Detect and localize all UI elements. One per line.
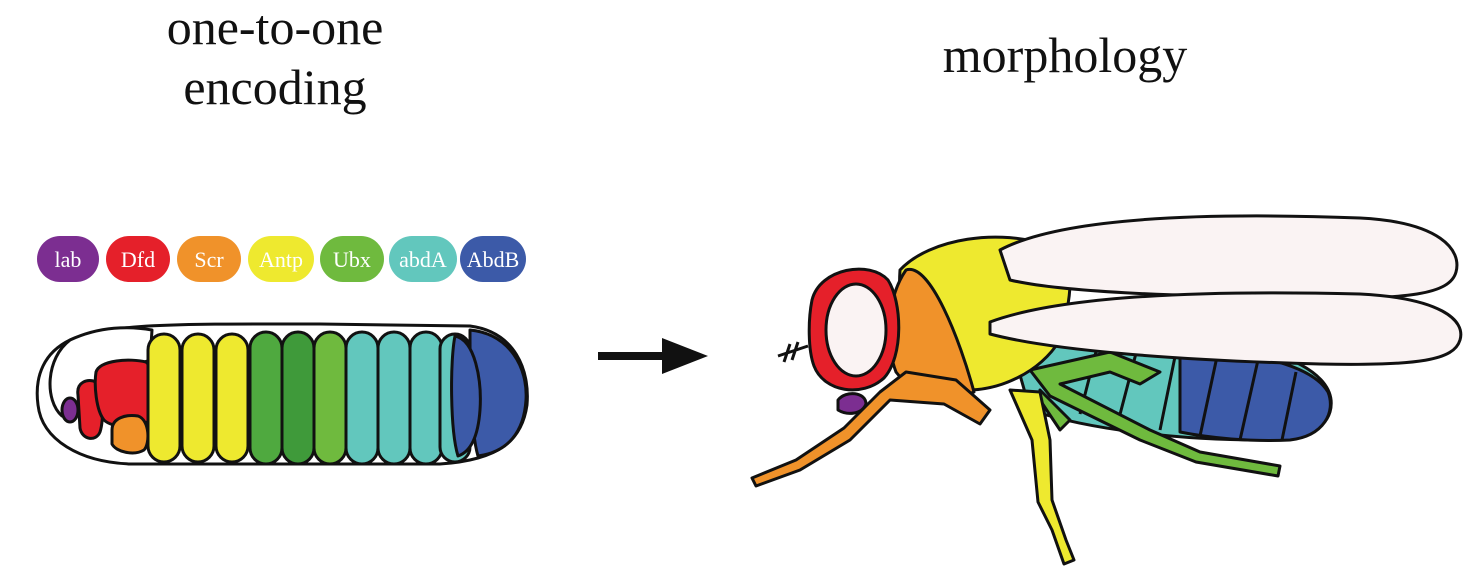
gene-legend: lab Dfd Scr Antp Ubx abdA AbdB [37, 236, 526, 282]
embryo-segment-abda-1 [344, 330, 380, 466]
fly-illustration [750, 214, 1463, 566]
fly-front-leg [750, 370, 992, 488]
fly-eye [824, 282, 888, 378]
embryo-segment-scr [110, 414, 150, 455]
gene-pill-scr: Scr [177, 236, 241, 282]
fly-yellow-leg [1008, 388, 1076, 566]
embryo-segment-abda-3 [408, 330, 444, 466]
gene-pill-antp-shape [248, 236, 314, 282]
embryo-illustration [35, 322, 529, 466]
gene-pill-dfd-label: Dfd [121, 247, 155, 272]
gene-pill-ubx-label: Ubx [333, 247, 371, 272]
gene-pill-lab: lab [37, 236, 99, 282]
left-heading-line1: one-to-one [167, 0, 384, 55]
embryo-segment-ubx-3 [312, 330, 348, 466]
gene-pill-dfd: Dfd [106, 236, 170, 282]
fly-hind-leg [1028, 350, 1282, 478]
fly-antenna [777, 341, 809, 363]
gene-pill-lab-shape [37, 236, 99, 282]
gene-pill-antp-label: Antp [259, 247, 303, 272]
gene-pill-abda-label: abdA [399, 247, 447, 272]
gene-pill-lab-label: lab [55, 247, 82, 272]
gene-pill-scr-label: Scr [194, 247, 224, 272]
embryo-segment-abda-2 [376, 330, 412, 466]
fly-wing-upper [998, 214, 1459, 300]
gene-pill-ubx: Ubx [320, 236, 384, 282]
gene-pill-abda-shape [389, 236, 457, 282]
gene-pill-antp: Antp [248, 236, 314, 282]
right-heading: morphology [943, 27, 1187, 83]
embryo-segment-ubx-1 [248, 330, 284, 466]
gene-pill-abdb-label: AbdB [467, 247, 520, 272]
embryo-segment-antp-3 [214, 332, 250, 464]
gene-pill-scr-shape [177, 236, 241, 282]
embryo-segment-lab [60, 396, 80, 424]
gene-pill-ubx-shape [320, 236, 384, 282]
gene-pill-abdb: AbdB [460, 236, 526, 282]
embryo-segment-abdb-inner [450, 334, 482, 458]
fly-wing-lower [988, 291, 1463, 366]
embryo-segment-antp-2 [180, 332, 216, 464]
left-heading-line2: encoding [183, 59, 366, 115]
embryo-segment-ubx-2 [280, 330, 316, 466]
gene-pill-abda: abdA [389, 236, 457, 282]
fly-mouthpart [836, 392, 868, 415]
arrow-icon [598, 338, 708, 374]
gene-pill-dfd-shape [106, 236, 170, 282]
gene-pill-abdb-shape [460, 236, 526, 282]
embryo-segment-antp-1 [146, 332, 182, 464]
